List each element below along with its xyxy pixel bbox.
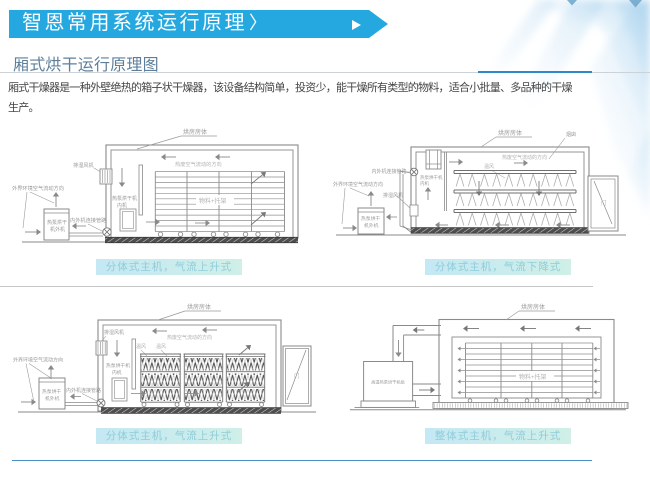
svg-text:烘房房体: 烘房房体 [498,129,522,137]
svg-text:物料+托架: 物料+托架 [199,197,227,205]
svg-text:高温热泵烘干机组: 高温热泵烘干机组 [371,379,405,386]
svg-text:排湿风机: 排湿风机 [383,192,403,199]
svg-text:机外机: 机外机 [364,222,379,229]
svg-text:热泵烘干机: 热泵烘干机 [420,174,443,181]
svg-text:排湿风机: 排湿风机 [73,161,95,169]
svg-text:温风: 温风 [136,343,146,350]
svg-text:门: 门 [294,372,300,380]
svg-text:机外机: 机外机 [50,226,65,233]
svg-text:排湿风机: 排湿风机 [104,329,124,336]
svg-text:温风: 温风 [484,163,494,170]
svg-text:热泵烘干: 热泵烘干 [47,219,67,226]
svg-text:热废空气流动的方向: 热废空气流动的方向 [175,160,222,168]
svg-text:内外机连接管路: 内外机连接管路 [66,387,101,394]
svg-text:外界环境空气流动方向: 外界环境空气流动方向 [333,181,383,188]
svg-text:烘房房体: 烘房房体 [187,303,211,311]
svg-text:烘房房体: 烘房房体 [183,128,207,136]
svg-text:门: 门 [601,199,607,207]
svg-text:物料+托架: 物料+托架 [519,373,547,381]
svg-text:烘房房体: 烘房房体 [521,303,545,311]
svg-text:热泵烘干机: 热泵烘干机 [112,195,137,202]
svg-text:外界环境空气流动方向: 外界环境空气流动方向 [13,357,63,364]
svg-text:外界环境空气流动方向: 外界环境空气流动方向 [12,184,64,192]
svg-text:热泵烘干: 热泵烘干 [42,388,61,395]
svg-text:内机: 内机 [112,369,122,376]
svg-text:机外机: 机外机 [45,395,60,402]
svg-text:内外机连接管路: 内外机连接管路 [372,168,407,175]
svg-text:内机: 内机 [117,202,127,209]
svg-text:热泵烘干: 热泵烘干 [361,215,380,222]
svg-text:内外机连接管路: 内外机连接管路 [70,216,107,224]
svg-text:烟囱: 烟囱 [566,131,576,138]
svg-text:温风: 温风 [156,343,166,350]
svg-text:热废空气流动的方向: 热废空气流动的方向 [502,154,547,161]
svg-text:热废空气流动的方向: 热废空气流动的方向 [167,334,212,341]
svg-text:热泵烘干机: 热泵烘干机 [106,362,130,369]
svg-text:内机: 内机 [420,180,429,187]
